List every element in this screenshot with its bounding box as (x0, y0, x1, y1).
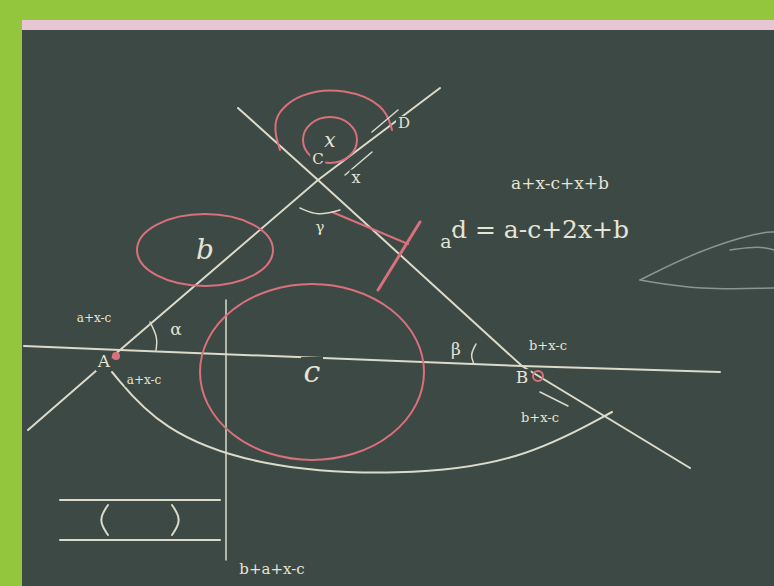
angle-arc (300, 208, 340, 214)
red-mark (378, 222, 420, 290)
bracket (172, 505, 179, 535)
bracket-line (60, 539, 220, 541)
equation: a+x-c+x+b (509, 175, 611, 193)
red-arc (275, 90, 392, 150)
point-label: D (396, 116, 412, 132)
bracket (101, 505, 108, 535)
vertex-dot (112, 352, 120, 360)
vertex-dot (533, 371, 543, 381)
angle-label: β (449, 341, 463, 359)
equation: d = a-c+2x+b (449, 217, 631, 243)
vertex-label: A (96, 353, 112, 371)
angle-label: α (168, 321, 183, 339)
chalk-circle: b (135, 212, 275, 288)
dimension-arrow (372, 110, 398, 132)
chalk-circle: c (198, 282, 426, 462)
segment-label: b+x-c (527, 339, 569, 353)
circle-label: c (301, 357, 324, 387)
circle-label: x (321, 130, 338, 150)
angle-arc (472, 344, 476, 364)
side-line (28, 88, 440, 430)
segment-label: b+a+x-c (237, 562, 306, 578)
segment-label: a+x-c (75, 312, 114, 325)
angle-arc (150, 322, 157, 350)
chalkboard (22, 20, 774, 586)
segment-label: x (349, 170, 362, 187)
faint-sketch (730, 247, 774, 250)
segment-label: a+x-c (125, 374, 164, 387)
circle-label: b (193, 236, 217, 264)
faint-sketch (640, 232, 774, 280)
arc (112, 372, 612, 473)
angle-label: γ (314, 220, 327, 236)
faint-sketch (640, 280, 774, 289)
side-line (238, 108, 690, 468)
bracket-line (60, 499, 220, 501)
vertex-label: B (514, 369, 531, 387)
red-mark (332, 212, 408, 244)
dimension-arrow (540, 392, 568, 406)
board-edge (22, 20, 774, 30)
vertex-label: C (310, 152, 325, 168)
base-line (24, 346, 720, 372)
segment-label: b+x-c (519, 411, 561, 425)
side-label: a (438, 232, 453, 252)
